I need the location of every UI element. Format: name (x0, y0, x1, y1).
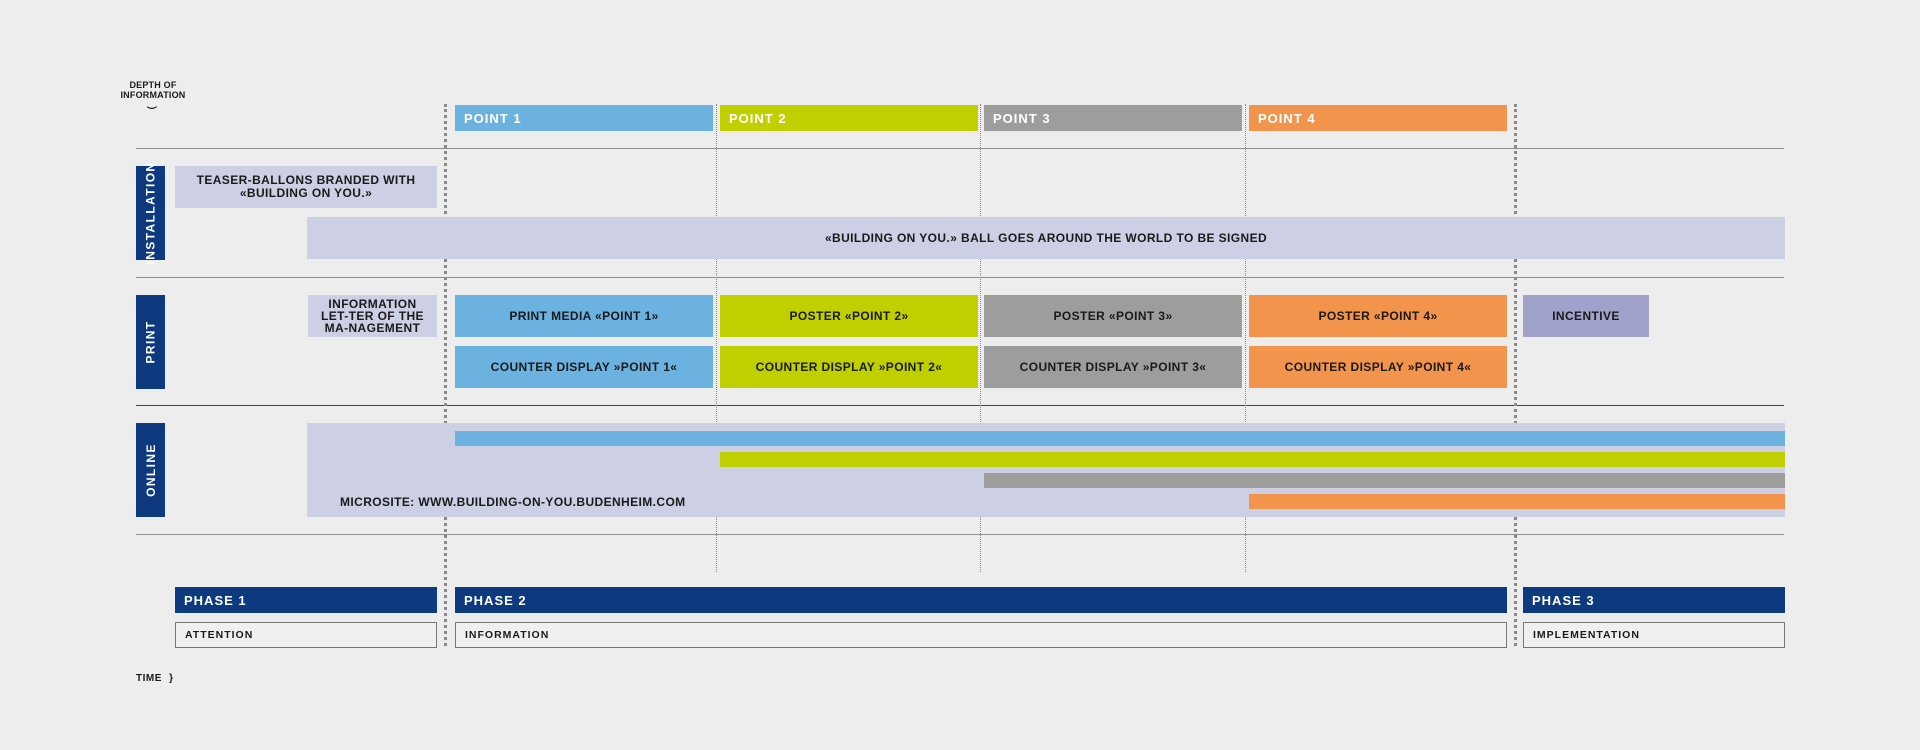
online-bar-point-1 (455, 431, 1785, 446)
separator-line (136, 405, 1784, 406)
phase-2-bar: PHASE 2 (455, 587, 1507, 613)
phase-3-subtitle: IMPLEMENTATION (1523, 622, 1785, 648)
poster-point-4-box: POSTER «POINT 4» (1249, 295, 1507, 337)
separator-line (136, 534, 1784, 535)
counter-display-point-2-box: COUNTER DISPLAY »POINT 2« (720, 346, 978, 388)
point-2-header: POINT 2 (720, 105, 978, 131)
separator-line (136, 277, 1784, 278)
poster-point-3-box: POSTER «POINT 3» (984, 295, 1242, 337)
phase-boundary-line (1514, 104, 1517, 646)
point-boundary-line (1245, 104, 1246, 572)
time-axis-label: TIME } (136, 673, 174, 684)
point-1-header: POINT 1 (455, 105, 713, 131)
category-online: ONLINE (136, 423, 165, 517)
separator-line (136, 148, 1784, 149)
phase-3-bar: PHASE 3 (1523, 587, 1785, 613)
point-boundary-line (980, 104, 981, 572)
time-label: TIME (136, 673, 162, 684)
point-boundary-line (716, 104, 717, 572)
phase-2-subtitle: INFORMATION (455, 622, 1507, 648)
category-installation: INSTALLATION (136, 161, 165, 265)
category-online-label: ONLINE (143, 443, 158, 497)
phase-1-bar: PHASE 1 (175, 587, 437, 613)
counter-display-point-1-box: COUNTER DISPLAY »POINT 1« (455, 346, 713, 388)
brace-icon: } (169, 673, 174, 684)
ball-around-world-box: «BUILDING ON YOU.» BALL GOES AROUND THE … (307, 217, 1785, 259)
category-print: PRINT (136, 295, 165, 389)
point-4-header: POINT 4 (1249, 105, 1507, 131)
online-bar-point-3 (984, 473, 1785, 488)
point-3-header: POINT 3 (984, 105, 1242, 131)
print-media-point-1-box: PRINT MEDIA «POINT 1» (455, 295, 713, 337)
online-bar-point-2 (720, 452, 1785, 467)
poster-point-2-box: POSTER «POINT 2» (720, 295, 978, 337)
incentive-box: INCENTIVE (1523, 295, 1649, 337)
phase-boundary-line (444, 104, 447, 646)
category-installation-label: INSTALLATION (143, 161, 158, 265)
category-print-label: PRINT (143, 320, 158, 364)
counter-display-point-4-box: COUNTER DISPLAY »POINT 4« (1249, 346, 1507, 388)
counter-display-point-3-box: COUNTER DISPLAY »POINT 3« (984, 346, 1242, 388)
brace-icon: ⏝ (147, 98, 157, 109)
information-letter-box: INFORMATION LET-TER OF THE MA-NAGEMENT (308, 295, 437, 337)
depth-of-information-label: DEPTH OF INFORMATION (120, 80, 186, 100)
online-bar-point-4 (1249, 494, 1785, 509)
phase-1-subtitle: ATTENTION (175, 622, 437, 648)
teaser-balloons-box: TEASER-BALLONS BRANDED WITH «BUILDING ON… (175, 166, 437, 208)
microsite-label: MICROSITE: WWW.BUILDING-ON-YOU.BUDENHEIM… (340, 495, 686, 509)
